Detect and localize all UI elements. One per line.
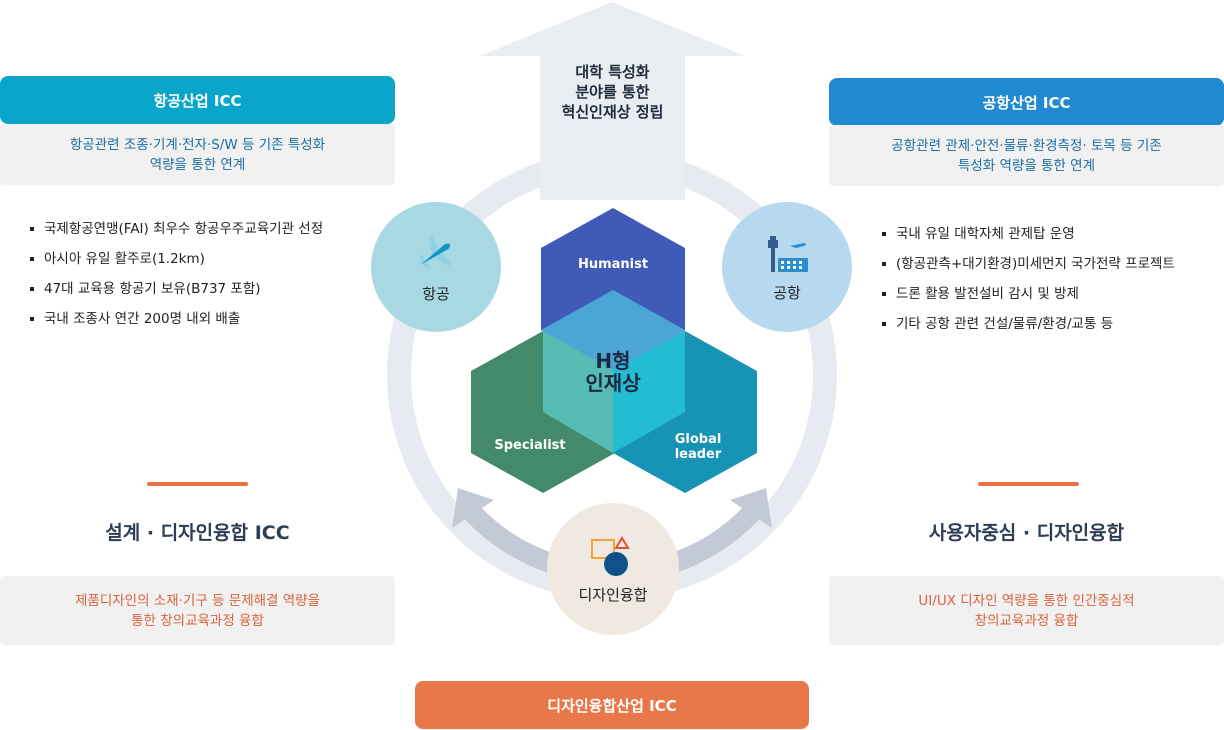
global-text: Global [674,432,722,447]
design-right-desc-line-2: 창의교육과정 융합 [974,612,1079,629]
list-item: 47대 교육용 항공기 보유(B737 포함) [30,274,323,304]
top-arrow-line-1: 대학 특성화 [575,63,650,81]
airport-circle: 공항 [722,202,852,332]
aviation-title: 항공산업 ICC [153,91,242,110]
list-item: 기타 공항 관련 건설/물류/환경/교통 등 [882,309,1175,339]
aviation-desc: 항공관련 조종·기계·전자·S/W 등 기존 특성화 역량을 통한 연계 [0,124,395,185]
airport-desc-line-1: 공항관련 관제·안전·물류·환경측정· 토목 등 기존 [891,137,1162,154]
design-industry-title: 디자인융합산업 ICC [547,696,677,715]
right-arc-arrowhead [730,488,772,528]
top-arrow-line-2: 분야를 통한 [575,83,650,101]
airport-desc: 공항관련 관제·안전·물류·환경측정· 토목 등 기존 특성화 역량을 통한 연… [829,125,1224,186]
center-line-1: H형 [595,349,631,373]
aviation-desc-line-2: 역량을 통한 연계 [149,156,246,173]
airport-header: 공항산업 ICC [829,78,1224,126]
aviation-circle-label: 항공 [422,284,450,303]
design-left-title-text: 설계 · 디자인융합 ICC [105,522,290,544]
center-line-2: 인재상 [585,371,641,395]
design-left-desc-line-1: 제품디자인의 소재·기구 등 문제해결 역량을 [74,592,321,609]
list-item: 국내 조종사 연간 200명 내외 배출 [30,304,323,334]
list-item: 국제항공연맹(FAI) 최우수 항공우주교육기관 선정 [30,214,323,244]
humanist-text: Humanist [577,257,649,272]
list-item: 아시아 유일 활주로(1.2km) [30,244,323,274]
design-left-desc-line-2: 통한 창의교육과정 융합 [131,612,264,629]
hex-global-label: Global leader [648,432,748,462]
design-left-divider [147,482,248,486]
aviation-header: 항공산업 ICC [0,76,395,124]
design-right-divider [978,482,1079,486]
airport-desc-line-2: 특성화 역량을 통한 연계 [957,157,1096,174]
design-left-title: 설계 · 디자인융합 ICC [0,518,395,545]
control-tower-icon [768,235,808,272]
design-left-desc: 제품디자인의 소재·기구 등 문제해결 역량을 통한 창의교육과정 융합 [0,576,395,645]
airport-circle-label: 공항 [773,283,801,302]
top-arrow-text: 대학 특성화 분야를 통한 혁신인재상 정립 [540,62,685,122]
design-circle: 디자인융합 [547,503,679,635]
design-industry-bar: 디자인융합산업 ICC [415,681,809,729]
aviation-bullet-list: 국제항공연맹(FAI) 최우수 항공우주교육기관 선정 아시아 유일 활주로(1… [30,214,323,334]
overlap-center-right [613,331,685,453]
airport-bullet-list: 국내 유일 대학자체 관제탑 운영 (항공관측+대기환경)미세먼지 국가전략 프… [882,219,1175,339]
list-item: 드론 활용 발전설비 감시 및 방제 [882,279,1175,309]
list-item: (항공관측+대기환경)미세먼지 국가전략 프로젝트 [882,249,1175,279]
center-label: H형 인재상 [563,350,663,394]
design-right-title: 사용자중심 · 디자인융합 [829,518,1224,545]
airplane-icon [419,235,452,269]
specialist-text: Specialist [494,438,566,453]
airport-title: 공항산업 ICC [982,93,1071,112]
left-arc-arrowhead [452,488,494,528]
design-right-title-text: 사용자중심 · 디자인융합 [928,522,1125,544]
top-arrow-line-3: 혁신인재상 정립 [561,103,664,121]
top-arrow-shape [480,2,745,200]
overlap-top-center [541,290,685,370]
design-right-desc-line-1: UI/UX 디자인 역량을 통한 인간중심적 [918,592,1135,609]
hex-humanist-label: Humanist [563,257,663,272]
aviation-desc-line-1: 항공관련 조종·기계·전자·S/W 등 기존 특성화 [69,136,326,153]
design-circle-label: 디자인융합 [578,585,648,604]
hex-specialist-label: Specialist [480,438,580,453]
leader-text: leader [674,447,722,462]
aviation-circle: 항공 [371,202,501,332]
design-right-desc: UI/UX 디자인 역량을 통한 인간중심적 창의교육과정 융합 [829,576,1224,645]
shapes-icon [591,535,630,576]
overlap-center-left [543,331,613,453]
list-item: 국내 유일 대학자체 관제탑 운영 [882,219,1175,249]
